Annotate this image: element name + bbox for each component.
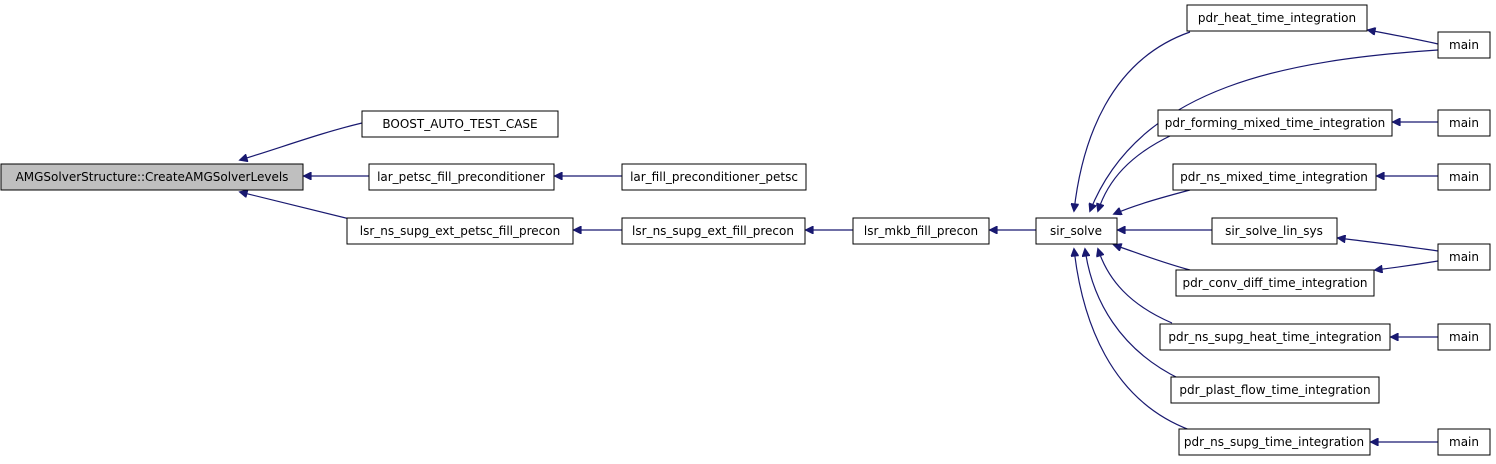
node-pdr-ns-supg-label: pdr_ns_supg_time_integration xyxy=(1184,435,1364,449)
node-main-5[interactable]: main xyxy=(1437,323,1491,351)
node-lar-fill-label: lar_fill_preconditioner_petsc xyxy=(630,170,798,184)
node-lsr-ext-label: lsr_ns_supg_ext_fill_precon xyxy=(632,224,794,238)
node-root[interactable]: AMGSolverStructure::CreateAMGSolverLevel… xyxy=(0,163,304,191)
edge-layer xyxy=(240,30,1439,442)
node-pdr-conv[interactable]: pdr_conv_diff_time_integration xyxy=(1175,269,1375,297)
node-lar-fill[interactable]: lar_fill_preconditioner_petsc xyxy=(621,163,807,191)
node-pdr-ns-supg-heat[interactable]: pdr_ns_supg_heat_time_integration xyxy=(1159,323,1391,351)
node-pdr-heat[interactable]: pdr_heat_time_integration xyxy=(1186,4,1368,32)
node-main-3[interactable]: main xyxy=(1437,163,1491,191)
node-layer: AMGSolverStructure::CreateAMGSolverLevel… xyxy=(0,4,1491,456)
node-lsr-mkb[interactable]: lsr_mkb_fill_precon xyxy=(852,217,990,245)
node-main-3-label: main xyxy=(1449,170,1479,184)
node-lsr-ext-petsc[interactable]: lsr_ns_supg_ext_petsc_fill_precon xyxy=(346,217,574,245)
node-pdr-ns-supg-heat-label: pdr_ns_supg_heat_time_integration xyxy=(1168,330,1381,344)
edge-pdr-ns-supg-heat-to-sir-solve xyxy=(1098,249,1173,324)
node-pdr-ns-mixed-label: pdr_ns_mixed_time_integration xyxy=(1180,170,1368,184)
edge-main4-to-sir-solve-lin xyxy=(1338,238,1439,252)
node-root-label: AMGSolverStructure::CreateAMGSolverLevel… xyxy=(16,170,289,184)
node-sir-solve-label: sir_solve xyxy=(1050,224,1102,238)
node-main-1[interactable]: main xyxy=(1437,31,1491,59)
edge-lsr-ext-petsc-to-root xyxy=(240,192,363,223)
edge-main4-to-pdr-conv xyxy=(1375,260,1439,270)
node-pdr-plast-label: pdr_plast_flow_time_integration xyxy=(1179,383,1370,397)
edge-pdr-ns-supg-to-sir-solve xyxy=(1074,249,1191,431)
node-lsr-ext-petsc-label: lsr_ns_supg_ext_petsc_fill_precon xyxy=(360,224,560,238)
node-pdr-ns-supg[interactable]: pdr_ns_supg_time_integration xyxy=(1178,428,1371,456)
node-lar-petsc-label: lar_petsc_fill_preconditioner xyxy=(377,170,545,184)
node-main-4[interactable]: main xyxy=(1437,243,1491,271)
edge-pdr-conv-to-sir-solve xyxy=(1114,245,1191,271)
node-pdr-forming-label: pdr_forming_mixed_time_integration xyxy=(1165,116,1386,130)
node-pdr-plast[interactable]: pdr_plast_flow_time_integration xyxy=(1170,376,1380,404)
node-main-5-label: main xyxy=(1449,330,1479,344)
node-main-1-label: main xyxy=(1449,38,1479,52)
node-main-6[interactable]: main xyxy=(1437,428,1491,456)
node-lsr-ext[interactable]: lsr_ns_supg_ext_fill_precon xyxy=(621,217,806,245)
node-pdr-forming[interactable]: pdr_forming_mixed_time_integration xyxy=(1157,109,1393,137)
edge-pdr-heat-to-sir-solve xyxy=(1074,31,1191,211)
node-sir-solve-lin[interactable]: sir_solve_lin_sys xyxy=(1211,217,1338,245)
node-main-6-label: main xyxy=(1449,435,1479,449)
node-main-4-label: main xyxy=(1449,250,1479,264)
node-sir-solve-lin-label: sir_solve_lin_sys xyxy=(1225,224,1323,238)
node-boost-label: BOOST_AUTO_TEST_CASE xyxy=(382,117,537,131)
edge-pdr-ns-mixed-to-sir-solve xyxy=(1114,189,1191,214)
node-pdr-ns-mixed[interactable]: pdr_ns_mixed_time_integration xyxy=(1172,163,1377,191)
node-pdr-heat-label: pdr_heat_time_integration xyxy=(1198,11,1356,25)
node-lsr-mkb-label: lsr_mkb_fill_precon xyxy=(864,224,978,238)
node-main-2-label: main xyxy=(1449,116,1479,130)
node-lar-petsc[interactable]: lar_petsc_fill_preconditioner xyxy=(368,163,555,191)
edge-main1-to-pdr-heat xyxy=(1368,30,1439,45)
node-boost[interactable]: BOOST_AUTO_TEST_CASE xyxy=(361,110,559,138)
edge-pdr-forming-to-sir-solve xyxy=(1098,134,1173,211)
edge-boost-to-root xyxy=(240,122,363,160)
edge-main1-to-sir-solve xyxy=(1090,49,1439,211)
node-pdr-conv-label: pdr_conv_diff_time_integration xyxy=(1182,276,1367,290)
node-sir-solve[interactable]: sir_solve xyxy=(1035,217,1118,245)
node-main-2[interactable]: main xyxy=(1437,109,1491,137)
edge-pdr-plast-to-sir-solve xyxy=(1085,249,1181,380)
